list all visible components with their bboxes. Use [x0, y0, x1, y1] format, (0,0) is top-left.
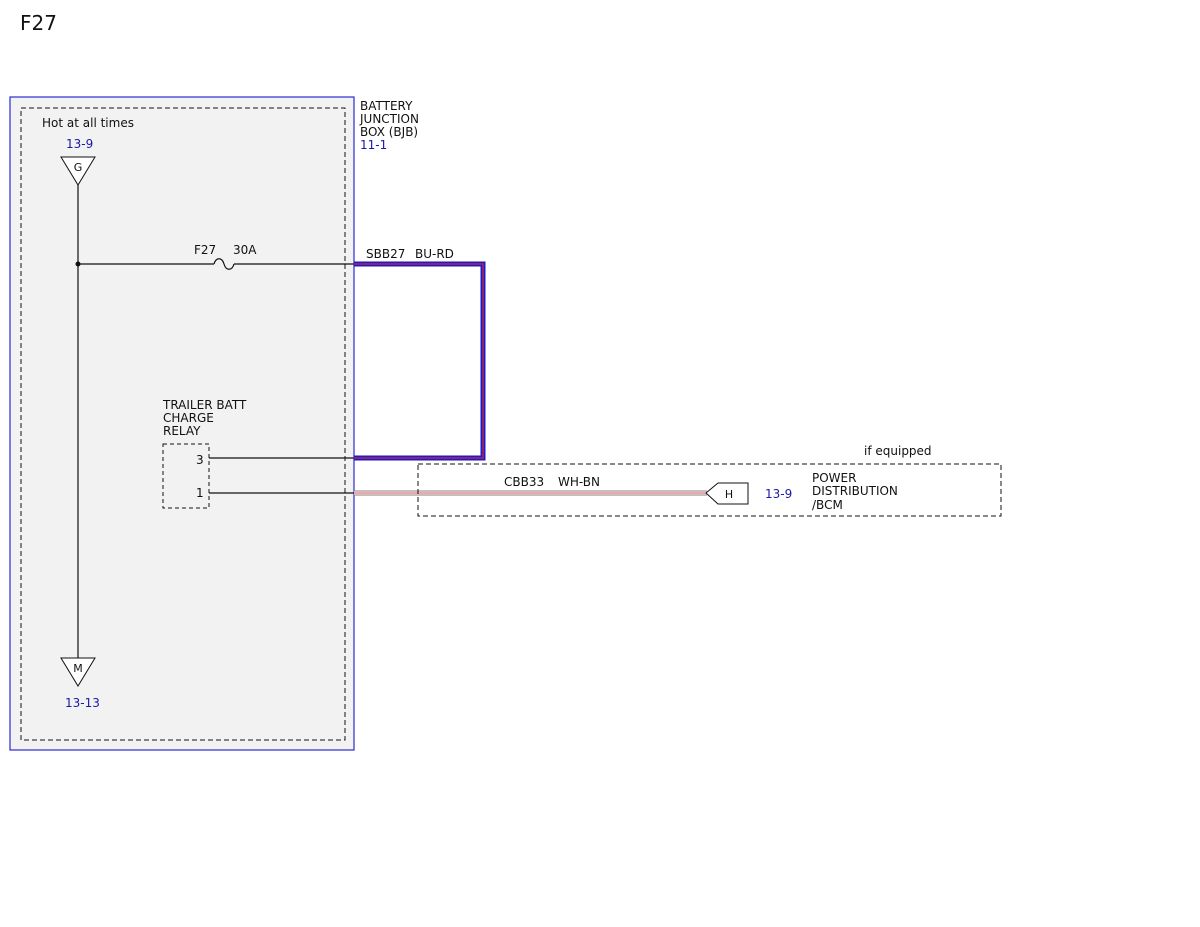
fuse-rating: 30A	[233, 243, 257, 257]
bjb-ref[interactable]: 11-1	[360, 138, 387, 152]
hot-at-all-times-label: Hot at all times	[42, 116, 134, 130]
fuse-name: F27	[194, 243, 216, 257]
pdm-name-line-1: POWER	[812, 471, 856, 485]
bjb-name-line-3: BOX (BJB)	[360, 125, 418, 139]
connector-m-letter: M	[73, 662, 83, 675]
connector-g-ref[interactable]: 13-9	[66, 137, 93, 151]
wire-cbb33-color: WH-BN	[558, 475, 600, 489]
relay-name-line-1: TRAILER BATT	[162, 398, 247, 412]
pdm-boundary	[417, 463, 1002, 517]
wire-sbb27-circuit: SBB27	[366, 247, 405, 261]
connector-g-symbol	[60, 156, 96, 186]
bjb-name-line-2: JUNCTION	[359, 112, 419, 126]
wire-sbb27: SBB27 BU-RD	[354, 247, 486, 461]
pdm-connector-symbol	[705, 482, 749, 505]
connector-g-letter: G	[74, 161, 83, 174]
relay-outline	[162, 443, 210, 509]
pdm-condition: if equipped	[864, 444, 932, 458]
relay-pin-1: 1	[196, 486, 204, 500]
connector-m-symbol	[60, 657, 96, 687]
bjb-outline	[9, 96, 355, 751]
power-distribution-module: if equipped H 13-9 POWER DISTRIBUTION /B…	[417, 444, 1002, 517]
connector-m-ref[interactable]: 13-13	[65, 696, 100, 710]
pdm-connector-letter: H	[725, 488, 733, 501]
relay-name-line-3: RELAY	[163, 424, 201, 438]
pdm-name-line-2: DISTRIBUTION	[812, 484, 898, 498]
relay-pin-3: 3	[196, 453, 204, 467]
relay-name-line-2: CHARGE	[163, 411, 214, 425]
bjb-name-line-1: BATTERY	[360, 99, 413, 113]
bjb-inner-boundary	[20, 107, 346, 741]
wire-sbb27-stripe-red	[354, 263, 484, 459]
wire-sbb27-color: BU-RD	[415, 247, 454, 261]
wire-cbb33: CBB33 WH-BN	[354, 475, 707, 496]
fuse-symbol	[213, 258, 235, 270]
pdm-name-line-3: /BCM	[812, 498, 843, 512]
pdm-ref[interactable]: 13-9	[765, 487, 792, 501]
battery-junction-box: BATTERY JUNCTION BOX (BJB) 11-1 Hot at a…	[9, 96, 419, 751]
page-title: F27	[20, 11, 57, 35]
wire-cbb33-circuit: CBB33	[504, 475, 544, 489]
wire-sbb27-base-blue	[354, 261, 486, 461]
